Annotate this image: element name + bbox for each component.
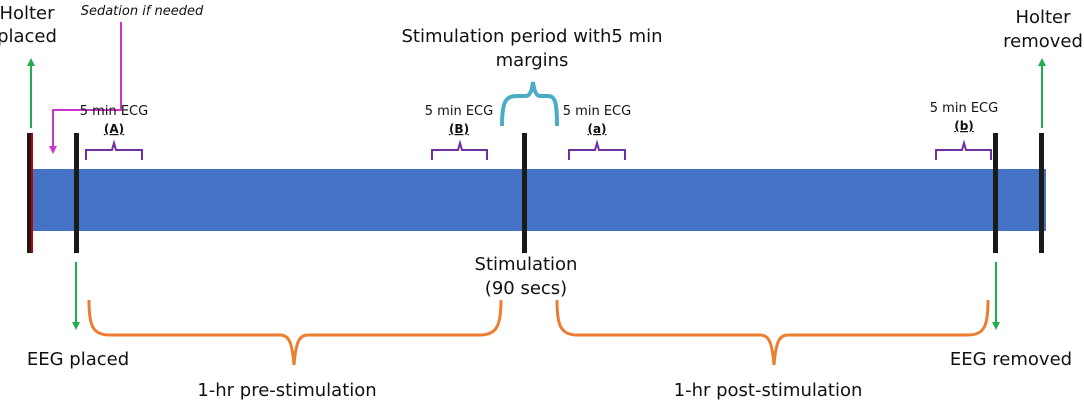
ecg-title-b-upper: 5 min ECG xyxy=(425,104,493,119)
ecg-title-b-lower: 5 min ECG xyxy=(930,101,998,116)
stimulation-label-line1: Stimulation xyxy=(475,254,578,275)
ecg-bracket-b-lower xyxy=(935,139,992,160)
ecg-title-a-lower: 5 min ECG xyxy=(563,104,631,119)
eeg-removed-label: EEG removed xyxy=(950,349,1072,370)
eeg-placed-label: EEG placed xyxy=(27,349,129,370)
post-stim-label: 1-hr post-stimulation xyxy=(674,380,863,401)
stimulation-marker xyxy=(522,133,527,253)
ecg-title-a-upper: 5 min ECG xyxy=(80,104,148,119)
ecg-bracket-b-upper xyxy=(431,139,488,160)
stim-period-bracket xyxy=(500,81,559,127)
holter-placed-marker xyxy=(27,133,33,253)
holter-removed-label-line2: removed xyxy=(1003,31,1083,52)
sedation-arrow xyxy=(49,22,122,154)
ecg-code-a-lower: (a) xyxy=(587,122,606,136)
holter-placed-label-line2: placed xyxy=(0,26,57,47)
ecg-bracket-a-lower xyxy=(568,139,626,160)
stim-period-label-line2: margins xyxy=(496,50,569,71)
eeg-removed-marker xyxy=(993,133,998,253)
stimulation-label-line2: (90 secs) xyxy=(485,278,567,299)
holter-removed-label-line1: Holter xyxy=(1015,7,1071,28)
post-stim-brace xyxy=(555,299,990,366)
holter-removed-marker xyxy=(1039,133,1044,253)
holter-placed-marker-edge xyxy=(31,133,33,253)
eeg-placed-marker xyxy=(74,133,79,253)
ecg-code-a-upper: (A) xyxy=(104,122,124,136)
sedation-label: Sedation if needed xyxy=(81,4,204,19)
pre-stim-brace xyxy=(87,299,503,366)
holter-placed-label-line1: Holter xyxy=(0,3,55,24)
stim-period-label-line1: Stimulation period with5 min xyxy=(401,26,662,47)
pre-stim-label: 1-hr pre-stimulation xyxy=(197,380,376,401)
ecg-code-b-upper: (B) xyxy=(449,122,469,136)
ecg-bracket-a-upper xyxy=(85,139,143,160)
ecg-code-b-lower: (b) xyxy=(954,119,974,133)
timeline-bar xyxy=(30,169,1046,231)
